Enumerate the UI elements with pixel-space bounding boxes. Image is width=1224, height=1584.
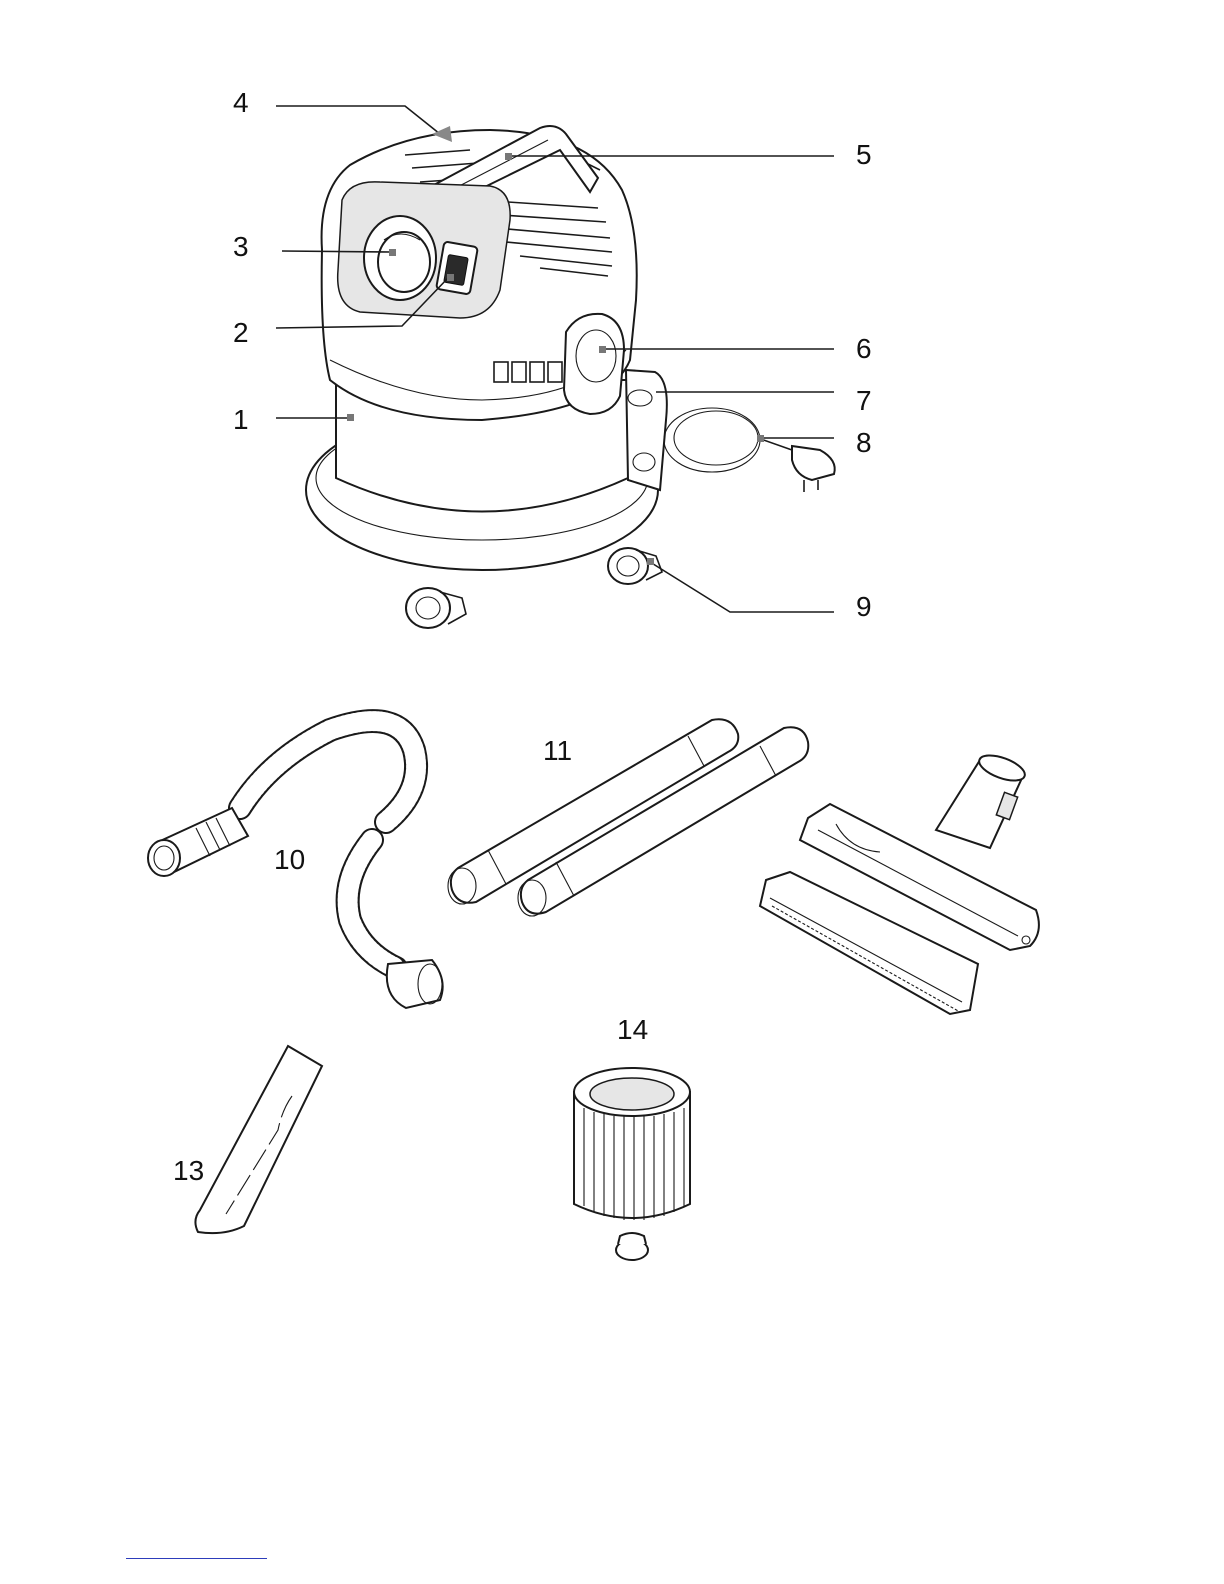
callout-1: 1	[233, 404, 249, 435]
callout-4: 4	[233, 87, 249, 118]
vacuum-cleaner-unit	[306, 126, 835, 628]
footnote-rule	[126, 1558, 267, 1559]
power-cord	[664, 408, 835, 492]
cable-hook-bracket	[626, 370, 667, 490]
callout-7: 7	[856, 385, 872, 416]
marker-3	[389, 249, 396, 256]
cartridge-filter	[574, 1068, 690, 1260]
marker-1	[347, 414, 354, 421]
leader-4	[276, 106, 440, 134]
marker-6	[599, 346, 606, 353]
caster-wheel-left	[406, 588, 466, 628]
leader-3	[282, 251, 392, 252]
floor-nozzle	[760, 750, 1039, 1014]
callout-9: 9	[856, 591, 872, 622]
leader-9	[650, 562, 834, 612]
callout-11: 11	[543, 735, 572, 766]
marker-5	[505, 153, 512, 160]
callout-10: 10	[274, 844, 305, 875]
callout-14: 14	[617, 1014, 648, 1045]
callout-5: 5	[856, 139, 872, 170]
callout-3: 3	[233, 231, 249, 262]
extension-tubes	[448, 719, 808, 916]
filter-cap	[616, 1233, 648, 1260]
suction-inlet	[364, 216, 436, 300]
caster-wheel-right	[608, 548, 662, 584]
crevice-nozzle	[195, 1046, 322, 1233]
marker-2	[447, 274, 454, 281]
callout-6: 6	[856, 333, 872, 364]
callout-13: 13	[173, 1155, 204, 1186]
callout-2: 2	[233, 317, 249, 348]
on-off-switch	[436, 241, 478, 294]
callout-8: 8	[856, 427, 872, 458]
marker-9	[647, 558, 654, 565]
marker-8	[757, 435, 764, 442]
locking-clip	[564, 314, 624, 414]
